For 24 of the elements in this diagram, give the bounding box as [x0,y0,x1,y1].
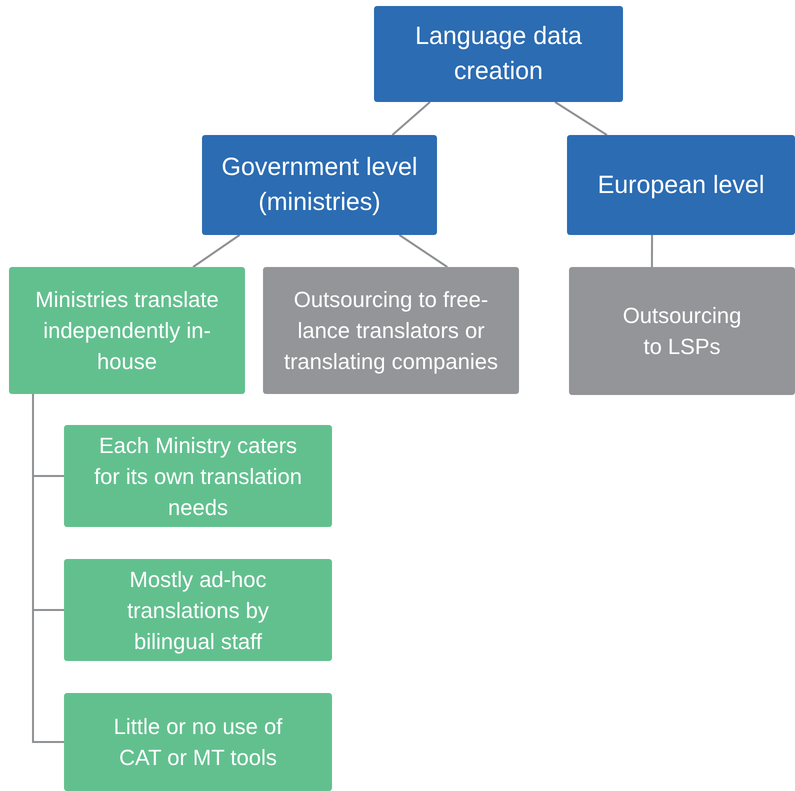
box-label: European level [598,170,764,200]
category-box [374,6,623,102]
box-label: Outsourcing to LSPs [622,302,742,361]
connector-line [32,394,64,743]
box-label: Language data creation [414,21,583,87]
practice-box [64,559,332,661]
practice-box [64,425,332,527]
category-box [202,135,437,235]
connector-line [554,101,608,136]
box-label: Each Ministry caters for its own translation needs [93,432,303,522]
box-label: Ministries translate independently in-house [34,286,220,376]
outsourcing-box [263,267,519,394]
connector-line [392,101,431,136]
practice-box [9,267,245,394]
category-box [567,135,795,235]
connector-line [192,234,240,268]
box-label: Outsourcing to free-lance translators or translating companies [282,286,499,376]
connector-line [650,235,654,267]
box-label: Government level (ministries) [220,152,418,218]
box-label: Little or no use of CAT or MT tools [112,713,284,772]
connector-line [398,234,448,268]
outsourcing-box [569,267,795,395]
box-label: Mostly ad-hoc translations by bilingual staff [126,566,270,656]
practice-box [64,693,332,791]
